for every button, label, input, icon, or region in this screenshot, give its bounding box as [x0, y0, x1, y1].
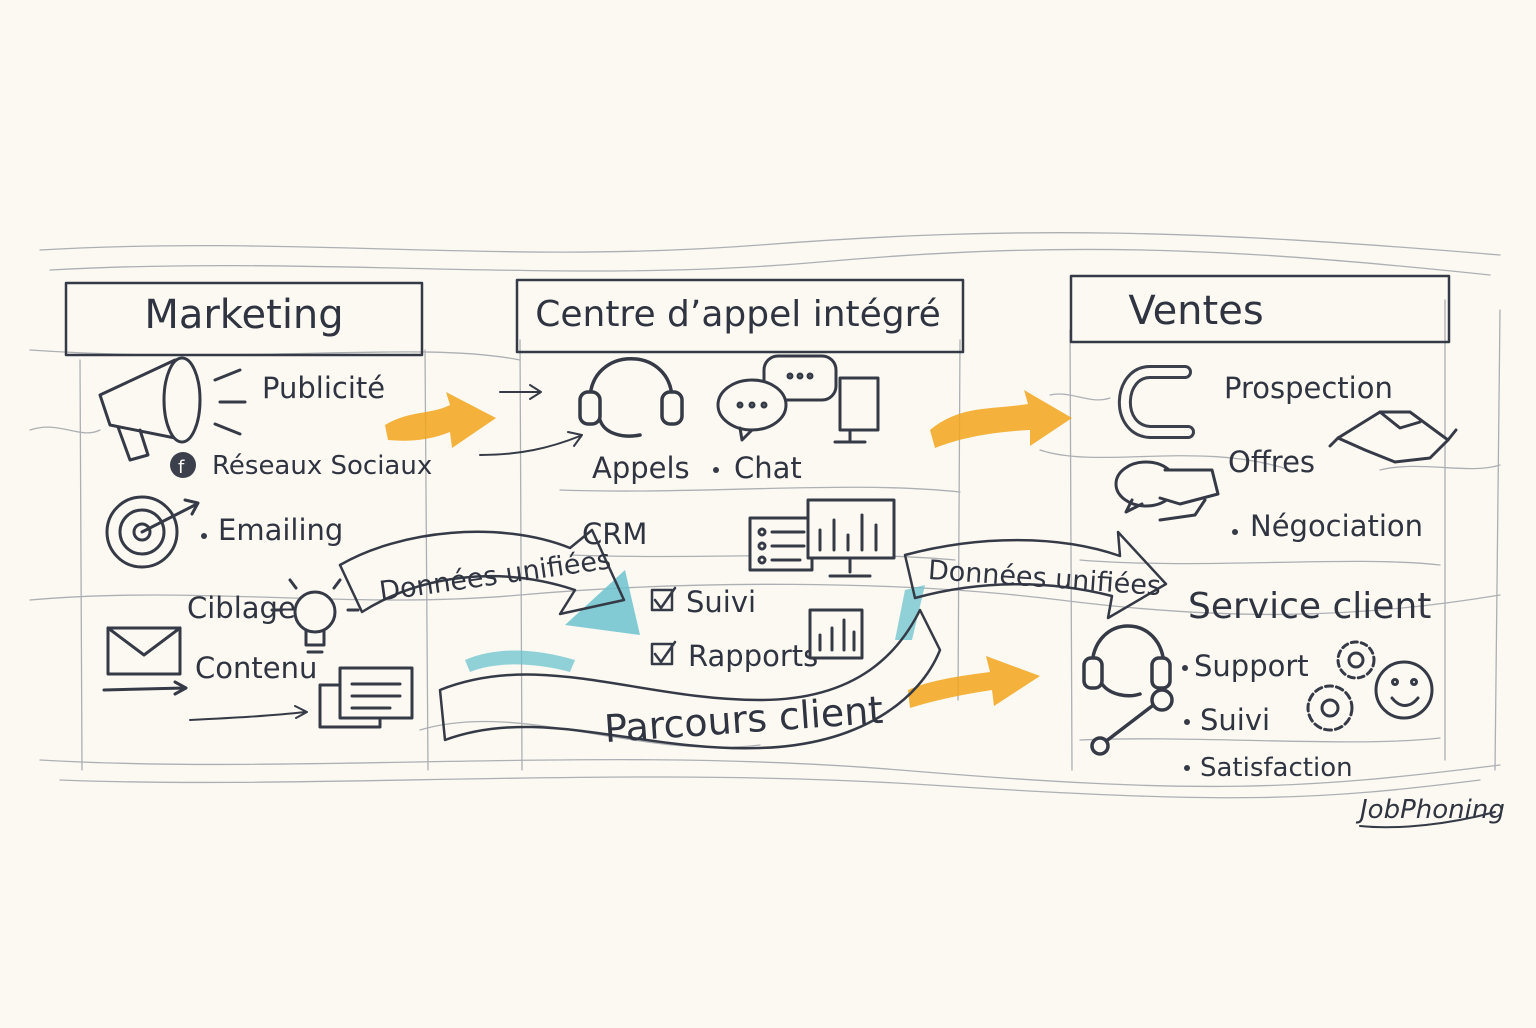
- headset-icon: [1082, 624, 1172, 698]
- svg-text:f: f: [178, 457, 185, 478]
- marketing-panel: Marketing Publicité f Réseaux Sociaux Em…: [64, 281, 432, 729]
- chat-bubbles-icon: [716, 354, 880, 444]
- sales-item-prospection: Prospection: [1224, 371, 1393, 405]
- call-center-item-rapports: Rapports: [688, 639, 818, 673]
- call-center-item-chat: Chat: [734, 451, 802, 485]
- bullet-dot: [1232, 529, 1238, 535]
- journey-banner-label: Parcours client: [603, 688, 885, 751]
- arrow-journey-to-service: [908, 656, 1040, 708]
- envelope-icon: [102, 626, 188, 696]
- teal-accents: [465, 570, 925, 672]
- smiley-icon: [1374, 660, 1434, 720]
- arrow-marketing-to-callcenter: [385, 392, 496, 448]
- customer-service-item-suivi: Suivi: [1200, 703, 1270, 737]
- brand-signature: JobPhoning: [1355, 795, 1505, 829]
- sales-title: Ventes: [1128, 288, 1263, 334]
- monitor-icon: [806, 498, 896, 578]
- documents-icon: [318, 666, 414, 729]
- call-center-item-appels: Appels: [592, 451, 690, 485]
- wrench-icon: [1090, 688, 1174, 756]
- bullet-dot: [1182, 665, 1188, 671]
- data-banner-right: Données unifiées: [903, 530, 1168, 620]
- headset-icon: [578, 357, 684, 438]
- journey-banner: Parcours client: [438, 608, 942, 751]
- sales-panel: Ventes Prospection Offres Négociation: [1069, 274, 1458, 543]
- bullet-dot: [713, 467, 719, 473]
- handshake-icon: [1328, 410, 1458, 464]
- dashboard-icon: [748, 516, 814, 572]
- marketing-item-reseaux: Réseaux Sociaux: [212, 451, 432, 481]
- call-center-panel: Centre d’appel intégré Appels Chat CRM: [515, 278, 965, 673]
- magnet-icon: [1117, 365, 1195, 439]
- brand-logo-text: JobPhoning: [1355, 795, 1505, 825]
- facebook-icon: f: [170, 452, 196, 478]
- bullet-dot: [1184, 765, 1190, 771]
- call-center-item-suivi: Suivi: [686, 585, 756, 619]
- orange-arrows: [385, 390, 1072, 708]
- lightbulb-icon: [270, 578, 360, 654]
- bullet-dot: [201, 533, 207, 539]
- customer-service-panel: Service client Support Suivi Satisfactio…: [1082, 586, 1434, 783]
- marketing-title: Marketing: [144, 292, 343, 338]
- sales-item-offres: Offres: [1228, 445, 1315, 479]
- marketing-item-contenu: Contenu: [195, 651, 317, 685]
- arrow-callcenter-to-sales: [930, 390, 1072, 448]
- call-center-title: Centre d’appel intégré: [535, 294, 941, 335]
- offer-hand-icon: [1114, 460, 1220, 522]
- checkbox-icon: [650, 586, 677, 666]
- bar-chart-icon: [808, 608, 864, 660]
- gears-icon: [1306, 640, 1376, 732]
- marketing-item-ciblage: Ciblage: [187, 591, 296, 625]
- call-center-title-box: [515, 278, 965, 354]
- background-strokes: [29, 232, 1501, 799]
- marketing-item-publicite: Publicité: [262, 371, 385, 405]
- marketing-item-emailing: Emailing: [218, 513, 343, 547]
- bullet-dot: [1184, 719, 1190, 725]
- sales-title-box: [1069, 274, 1451, 344]
- data-banner-left-label: Données unifiées: [377, 544, 612, 607]
- megaphone-icon: [98, 356, 247, 462]
- customer-service-item-satisfaction: Satisfaction: [1200, 753, 1353, 783]
- sales-item-negociation: Négociation: [1250, 509, 1423, 543]
- customer-service-title: Service client: [1188, 586, 1431, 627]
- customer-service-item-support: Support: [1194, 649, 1309, 683]
- data-banner-right-label: Données unifiées: [927, 555, 1162, 602]
- marketing-title-box: [64, 281, 424, 357]
- target-icon: [105, 495, 200, 569]
- connector-arrows: [189, 384, 583, 721]
